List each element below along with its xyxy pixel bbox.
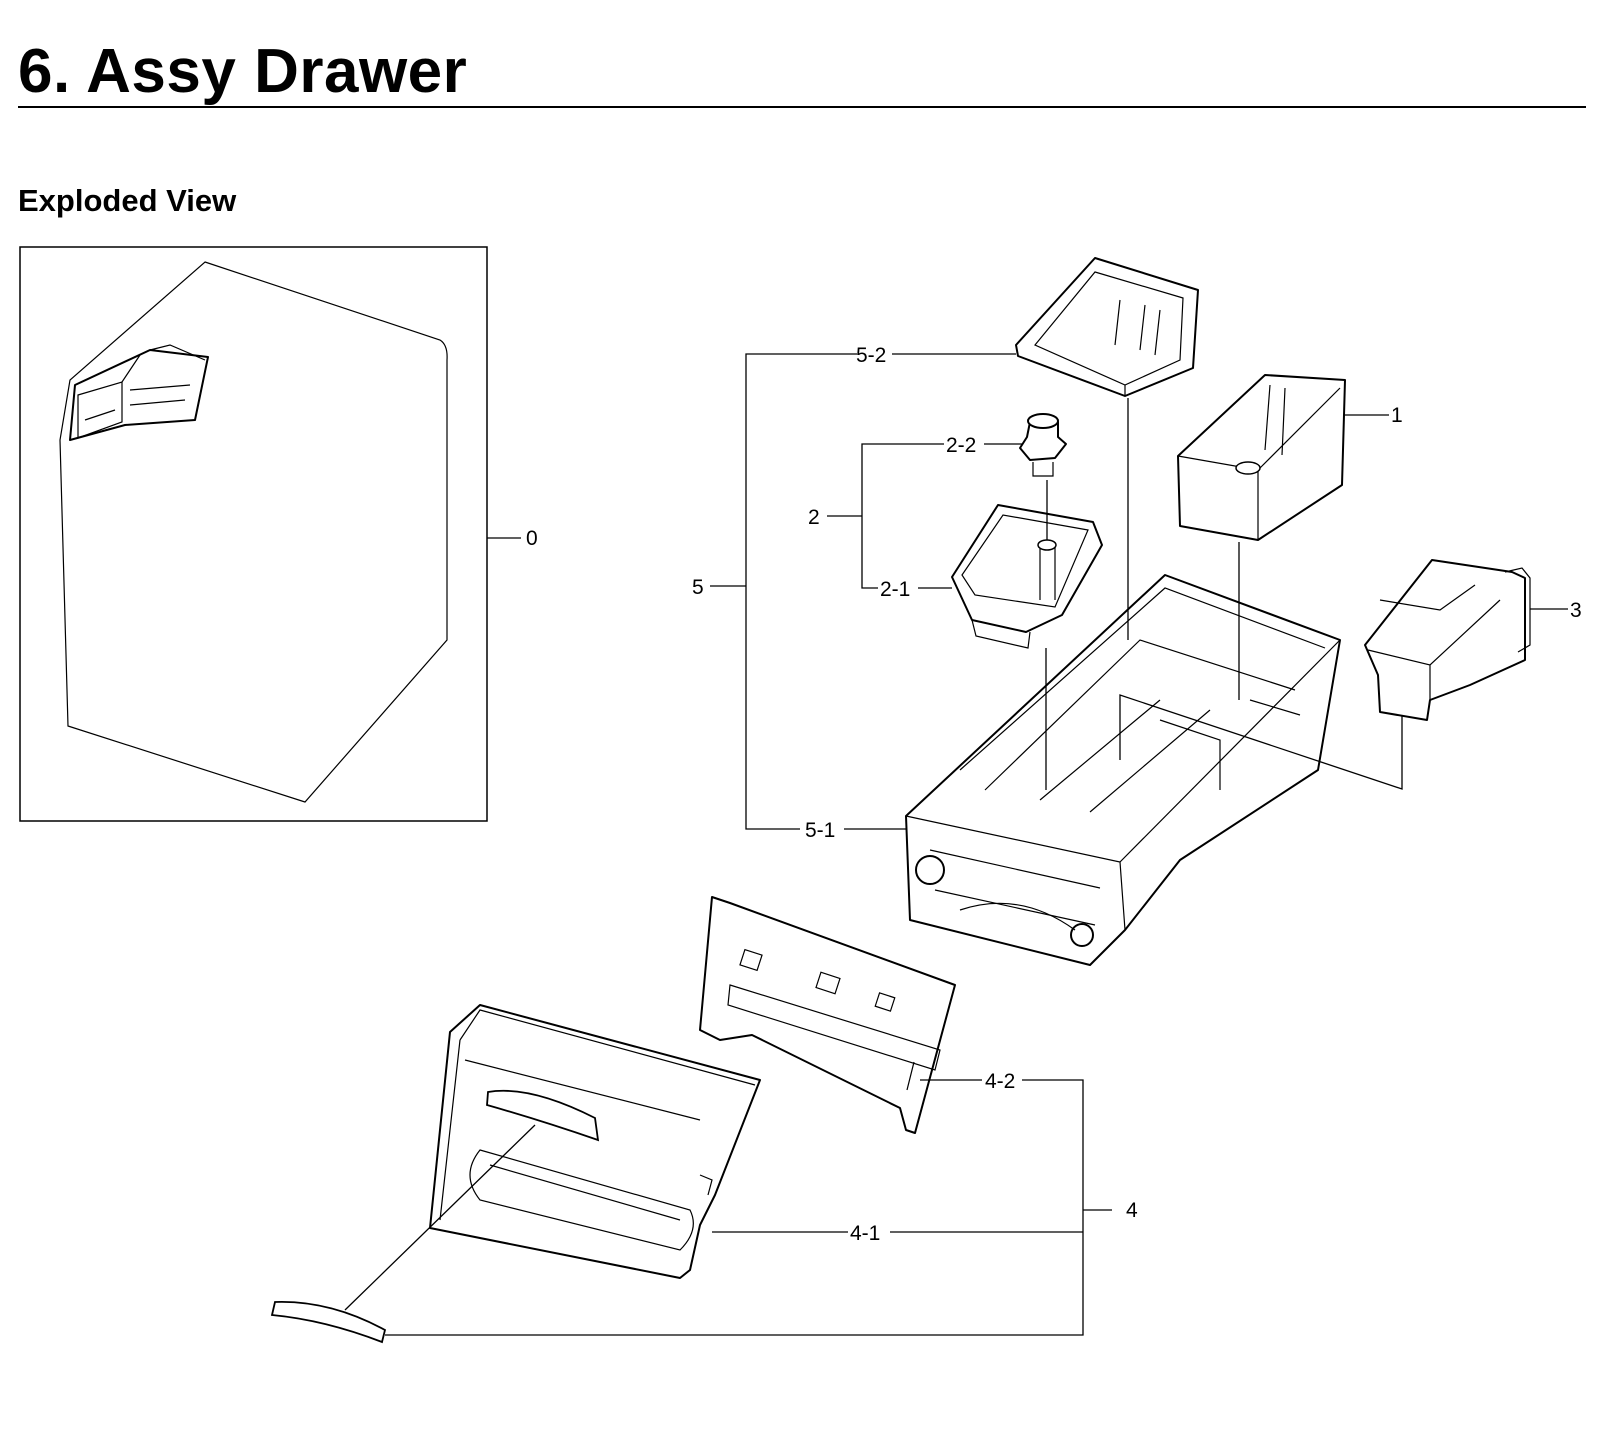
part-4-1-front xyxy=(429,1004,761,1279)
callout-1: 1 xyxy=(1391,404,1403,427)
callout-0: 0 xyxy=(526,527,538,550)
front-label-slot xyxy=(486,1089,600,1142)
part-1-box xyxy=(1177,374,1346,541)
housing-knob xyxy=(915,855,945,885)
callout-2-1: 2-1 xyxy=(880,578,910,601)
callout-labels: 5-2 2-2 1 2 5 2-1 3 5-1 4-2 4 4-1 xyxy=(692,344,1582,1245)
page-title: 6. Assy Drawer xyxy=(18,37,468,106)
part-2-1-cup xyxy=(951,504,1103,649)
part-3-insert xyxy=(1364,559,1531,721)
callout-4-2: 4-2 xyxy=(985,1070,1015,1093)
leader-lines xyxy=(385,353,1568,1336)
title-rule xyxy=(18,106,1586,108)
part-4-label xyxy=(270,1124,536,1344)
callout-3: 3 xyxy=(1570,599,1582,622)
part-2-2-cap xyxy=(1019,413,1067,477)
part-4-2-panel xyxy=(699,896,956,1134)
overview-inset: 0 xyxy=(19,246,538,822)
callout-4-1: 4-1 xyxy=(850,1222,880,1245)
inset-frame xyxy=(19,246,488,822)
callout-4: 4 xyxy=(1126,1199,1138,1222)
part-5-2-tray xyxy=(1015,257,1199,397)
callout-2: 2 xyxy=(808,506,820,529)
part-5-1-housing xyxy=(905,574,1341,966)
section-title: Exploded View xyxy=(18,183,237,218)
inset-drawer xyxy=(69,344,209,441)
callout-5-1: 5-1 xyxy=(805,819,835,842)
washer-body-outline xyxy=(59,261,448,803)
callout-5-2: 5-2 xyxy=(856,344,886,367)
callout-5: 5 xyxy=(692,576,704,599)
callout-2-2: 2-2 xyxy=(946,434,976,457)
